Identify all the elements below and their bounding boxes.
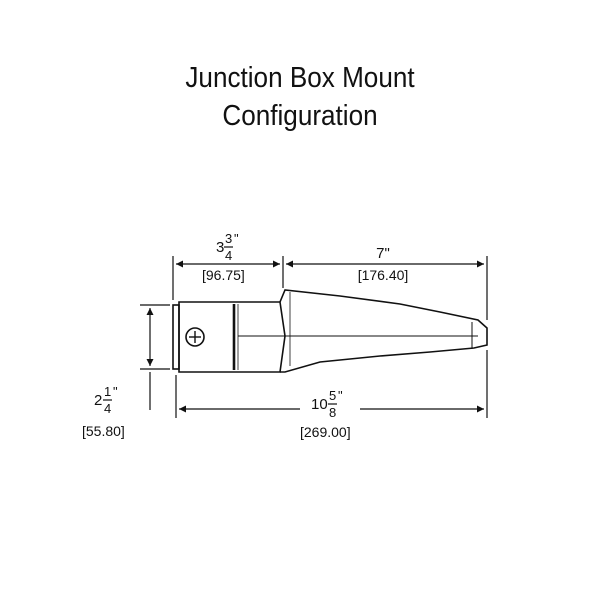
dim-overall-length-whole: 10	[311, 396, 328, 413]
mount-body	[178, 301, 286, 373]
fixture-arm	[279, 289, 488, 373]
dim-mount-depth-denominator: 4	[225, 248, 232, 263]
dim-mount-depth-whole: 3	[216, 239, 224, 256]
dim-overall-length	[175, 350, 488, 418]
dim-overall-length-numerator: 5	[329, 388, 336, 403]
dim-arm-length-metric: [176.40]	[358, 267, 409, 283]
dim-height-numerator: 1	[104, 384, 111, 399]
dim-height-metric: [55.80]	[82, 423, 125, 439]
dim-arm-length	[286, 256, 488, 320]
diagram-title-line-2: Configuration	[222, 100, 378, 132]
dim-height-denominator: 4	[104, 401, 111, 416]
dim-height-unit: "	[113, 384, 118, 399]
fixture-outline	[172, 289, 488, 373]
dim-overall-length-unit: "	[338, 388, 343, 403]
dim-mount-depth-numerator: 3	[225, 231, 232, 246]
dim-mount-depth	[172, 256, 284, 300]
dim-mount-depth-metric: [96.75]	[202, 267, 245, 283]
dim-overall-length-metric: [269.00]	[300, 424, 351, 440]
screw-icon	[185, 327, 205, 347]
dim-height	[140, 304, 170, 410]
diagram-title-line-1: Junction Box Mount	[185, 62, 415, 94]
dim-mount-depth-unit: "	[234, 231, 239, 246]
dim-arm-length-imperial: 7"	[376, 245, 390, 262]
dim-overall-length-denominator: 8	[329, 405, 336, 420]
dim-height-whole: 2	[94, 392, 102, 409]
junction-box-plate	[172, 304, 180, 370]
